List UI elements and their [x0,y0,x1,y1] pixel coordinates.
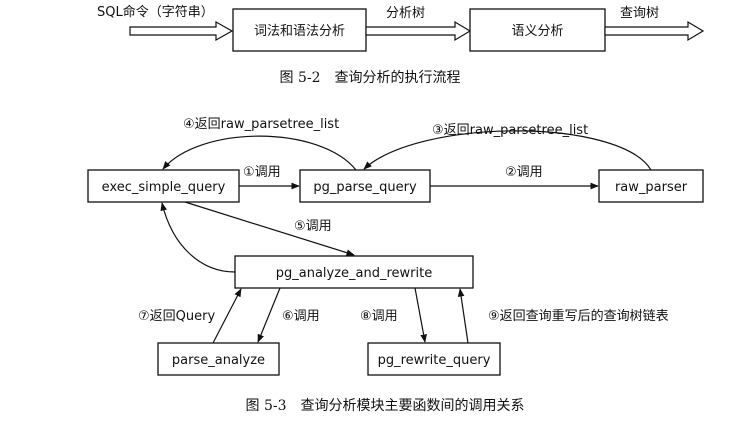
node-exec-simple-query [87,169,240,203]
edge-5-label: ⑤调用 [294,219,332,234]
edge-4-arrow [162,135,357,171]
semantic-analysis-label: 语义分析 [511,24,563,39]
node-pg-analyze-and-rewrite-label: pg_analyze_and_rewrite [276,266,433,281]
edge-8-label: ⑧调用 [360,309,398,324]
node-parse-analyze [157,342,280,376]
edge-7-label: ⑦返回Query [138,309,215,324]
semantic-analysis-box [469,8,606,52]
node-raw-parser-label: raw_parser [615,180,688,195]
figure-5-3-caption: 图 5-3 查询分析模块主要函数间的调用关系 [246,398,525,414]
node-raw-parser [598,169,704,203]
hollow-arrow-input [129,20,234,42]
parse-tree-label: 分析树 [386,6,425,21]
edge-6-arrow [257,287,281,343]
edge-7-arrow [212,288,242,344]
node-exec-simple-query-label: exec_simple_query [102,180,226,195]
edge-5-arrow [184,201,355,256]
edge-8-arrow [414,287,427,343]
sql-input-label: SQL命令（字符串） [97,4,214,20]
edge-9-label: ⑨返回查询重写后的查询树链表 [488,308,669,324]
hollow-arrow-parse-tree [365,20,472,42]
hollow-arrow-query-tree [604,20,705,42]
lexical-syntax-analysis-box [232,8,367,52]
edge-9-arrow [457,288,469,344]
node-pg-rewrite-query [367,342,501,376]
edge-6-label: ⑥调用 [282,309,320,324]
edge-3-label: ③返回raw_parsetree_list [432,123,588,138]
lexical-syntax-analysis-label: 词法和语法分析 [254,24,345,39]
figure-5-2-caption: 图 5-2 查询分析的执行流程 [280,70,461,86]
node-parse-analyze-label: parse_analyze [172,353,265,368]
query-tree-label: 查询树 [620,6,659,21]
edge-1-label: ①调用 [243,165,281,180]
edge-5-return-arrow [160,202,236,273]
edge-2-label: ②调用 [505,165,543,180]
node-pg-parse-query-label: pg_parse_query [313,180,417,195]
figure-5-3: exec_simple_query pg_parse_query raw_par… [87,117,704,414]
node-pg-rewrite-query-label: pg_rewrite_query [378,353,491,368]
edge-3-arrow [363,130,652,171]
figure-5-2: SQL命令（字符串） 词法和语法分析 分析树 语义分析 查询树 图 5-2 查询… [97,4,705,86]
edge-4-label: ④返回raw_parsetree_list [183,117,339,132]
